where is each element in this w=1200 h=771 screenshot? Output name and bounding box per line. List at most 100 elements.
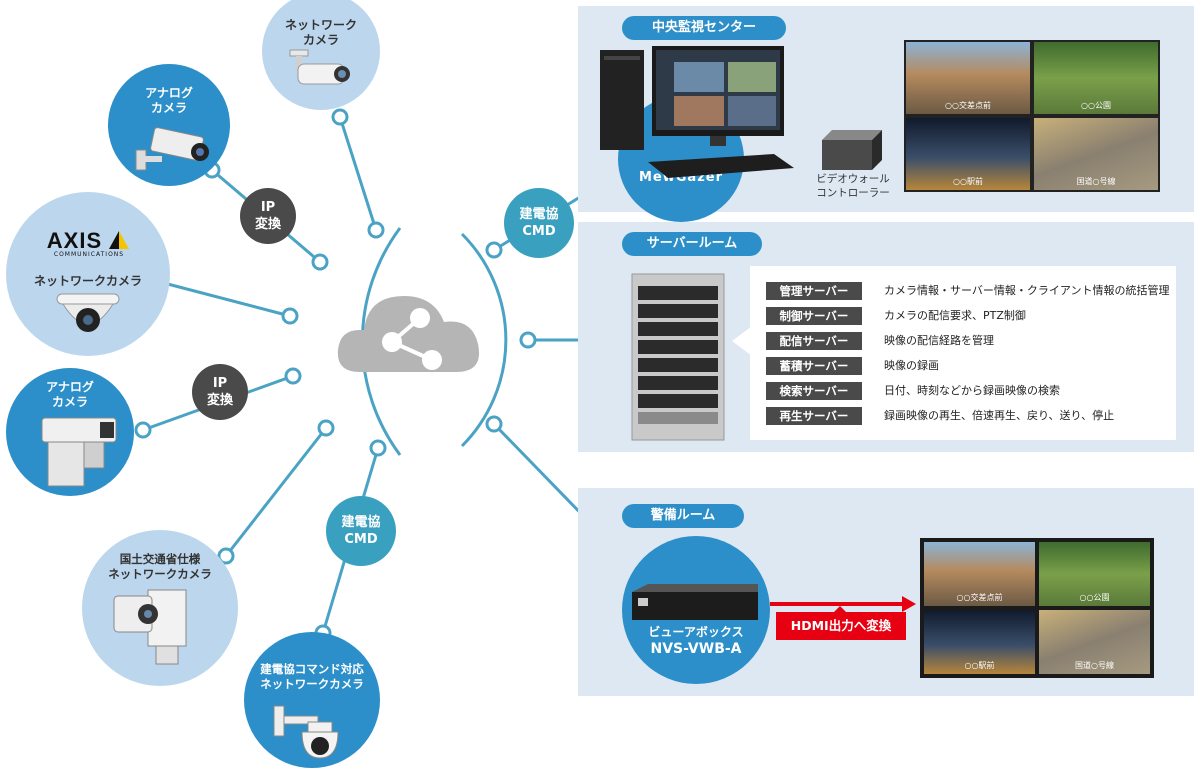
box-camera-icon — [135, 127, 209, 171]
cmd-badge-right: 建電協 CMD — [504, 188, 574, 258]
analog-camera-top: アナログ カメラ — [108, 64, 230, 186]
server-role-row: 再生サーバー 録画映像の再生、倍速再生、戻り、送り、停止 — [750, 405, 1176, 427]
server-role-row: 管理サーバー カメラ情報・サーバー情報・クライアント情報の統括管理 — [750, 280, 1176, 302]
central-monitoring-panel: 中央監視センター MewGazer ビデオウォール コントローラー ○○交差点前… — [578, 6, 1194, 222]
node — [485, 241, 503, 259]
video-wall: ○○交差点前 ○○公園 ○○駅前 国道○号線 — [904, 40, 1164, 192]
axis-network-camera: AXIS COMMUNICATIONS ネットワークカメラ — [6, 192, 170, 356]
cloud-share-icon — [337, 296, 480, 372]
guard-screen-4-caption: 国道○号線 — [1075, 661, 1114, 670]
guard-screen-2: ○○公園 — [1039, 542, 1150, 606]
wall-screen-4: 国道○号線 — [1032, 116, 1160, 192]
guard-monitor: ○○交差点前 ○○公園 ○○駅前 国道○号線 — [920, 538, 1154, 678]
guard-screen-4: 国道○号線 — [1039, 610, 1150, 674]
kendenkyo-network-camera: 建電協コマンド対応 ネットワークカメラ — [244, 632, 380, 768]
axis-triangle-icon — [109, 231, 130, 249]
ip-badge-1-line2: 変換 — [254, 217, 281, 232]
server-role-desc: カメラ情報・サーバー情報・クライアント情報の統括管理 — [884, 284, 1170, 297]
wall-screen-2: ○○公園 — [1032, 40, 1160, 116]
viewer-box-icon — [632, 584, 758, 620]
server-role-row: 蓄積サーバー 映像の録画 — [750, 355, 1176, 377]
server-room-title: サーバールーム — [622, 232, 762, 256]
server-role-desc: カメラの配信要求、PTZ制御 — [884, 309, 1026, 322]
ip-conversion-badge-2: IP 変換 — [192, 364, 248, 420]
node — [284, 367, 302, 385]
guard-screen-2-caption: ○○公園 — [1079, 593, 1110, 602]
cmd-right-line1: 建電協 — [519, 207, 559, 222]
kendenkyo-camera-label-line2: ネットワークカメラ — [260, 677, 364, 691]
right-arc — [460, 232, 508, 448]
wall-screen-3-caption: ○○駅前 — [953, 177, 983, 186]
bullet-camera-icon — [289, 49, 350, 85]
guard-room-title: 警備ルーム — [622, 504, 744, 528]
ptz-housing-camera-icon — [41, 417, 117, 487]
cmd-right-line2: CMD — [522, 224, 556, 239]
node — [485, 415, 503, 433]
controller-label-line1: ビデオウォール — [816, 173, 890, 185]
node — [311, 253, 329, 271]
server-role-desc: 録画映像の再生、倍速再生、戻り、送り、停止 — [884, 409, 1115, 422]
network-camera-label-line1: ネットワーク — [284, 18, 357, 32]
mlit-camera-label-line2: ネットワークカメラ — [108, 567, 212, 581]
node — [519, 331, 537, 349]
guard-screen-1-caption: ○○交差点前 — [956, 593, 1003, 602]
axis-logo-sub: COMMUNICATIONS — [53, 251, 125, 258]
guard-screen-3: ○○駅前 — [924, 610, 1035, 674]
wall-screen-3: ○○駅前 — [904, 116, 1032, 192]
cmd-badge-left: 建電協 CMD — [326, 496, 396, 566]
central-monitoring-title: 中央監視センター — [622, 16, 786, 40]
hdmi-conversion-label: HDMI出力へ変換 — [776, 612, 906, 640]
speed-dome-camera-icon — [273, 705, 339, 759]
network-camera-label-line2: カメラ — [302, 33, 339, 47]
mlit-camera-label-line1: 国土交通省仕様 — [119, 552, 201, 566]
axis-camera-label: ネットワークカメラ — [33, 274, 142, 288]
axis-logo: AXIS COMMUNICATIONS — [34, 228, 144, 258]
kendenkyo-camera-label-line1: 建電協コマンド対応 — [260, 662, 364, 676]
server-role-row: 制御サーバー カメラの配信要求、PTZ制御 — [750, 305, 1176, 327]
server-role-name: 再生サーバー — [766, 407, 862, 425]
wall-screen-1: ○○交差点前 — [904, 40, 1032, 116]
video-wall-controller-icon — [822, 130, 882, 170]
guard-room-panel: 警備ルーム ビューアボックス NVS-VWB-A HDMI出力へ変換 ○○交差点… — [578, 488, 1194, 696]
guard-screen-3-caption: ○○駅前 — [964, 661, 995, 670]
cmd-left-line2: CMD — [344, 532, 378, 547]
server-role-name: 配信サーバー — [766, 332, 862, 350]
node — [281, 307, 299, 325]
analog-camera-mid-label-line2: カメラ — [51, 395, 88, 409]
viewer-box-circle: ビューアボックス NVS-VWB-A — [622, 536, 770, 684]
server-role-name: 検索サーバー — [766, 382, 862, 400]
node — [369, 439, 387, 457]
server-roles-list: 管理サーバー カメラ情報・サーバー情報・クライアント情報の統括管理 制御サーバー… — [750, 266, 1176, 440]
server-rack-icon — [631, 273, 725, 441]
server-role-name: 制御サーバー — [766, 307, 862, 325]
server-role-name: 蓄積サーバー — [766, 357, 862, 375]
server-role-row: 検索サーバー 日付、時刻などから録画映像の検索 — [750, 380, 1176, 402]
node — [367, 221, 385, 239]
analog-camera-label-line2: カメラ — [150, 101, 187, 115]
network-camera-top: ネットワーク カメラ — [262, 0, 380, 110]
controller-label-line2: コントローラー — [816, 187, 890, 199]
node — [317, 419, 335, 437]
server-room-panel: サーバールーム 管理サーバー カメラ情報・サーバー情報・クライアント情報の統括管… — [578, 222, 1194, 452]
viewer-box-label-line1: ビューアボックス — [648, 625, 744, 639]
server-role-name: 管理サーバー — [766, 282, 862, 300]
workstation-icon — [600, 46, 794, 178]
server-role-desc: 日付、時刻などから録画映像の検索 — [884, 384, 1060, 397]
ip-badge-2-line2: 変換 — [206, 393, 233, 408]
callout-pointer — [732, 326, 752, 356]
server-role-desc: 映像の録画 — [884, 359, 939, 372]
server-role-desc: 映像の配信経路を管理 — [884, 334, 994, 347]
ip-badge-1-line1: IP — [260, 200, 276, 215]
video-wall-controller-label: ビデオウォール コントローラー — [808, 172, 898, 200]
pan-tilt-camera-icon — [113, 589, 187, 665]
ip-conversion-badge-1: IP 変換 — [240, 188, 296, 244]
dome-camera-icon — [56, 293, 120, 332]
analog-camera-label-line1: アナログ — [145, 86, 193, 100]
node — [331, 108, 349, 126]
wall-screen-1-caption: ○○交差点前 — [945, 101, 991, 110]
node — [134, 421, 152, 439]
wall-screen-4-caption: 国道○号線 — [1076, 177, 1116, 186]
server-role-row: 配信サーバー 映像の配信経路を管理 — [750, 330, 1176, 352]
wall-screen-2-caption: ○○公園 — [1081, 101, 1111, 110]
analog-camera-mid-label-line1: アナログ — [46, 380, 94, 394]
